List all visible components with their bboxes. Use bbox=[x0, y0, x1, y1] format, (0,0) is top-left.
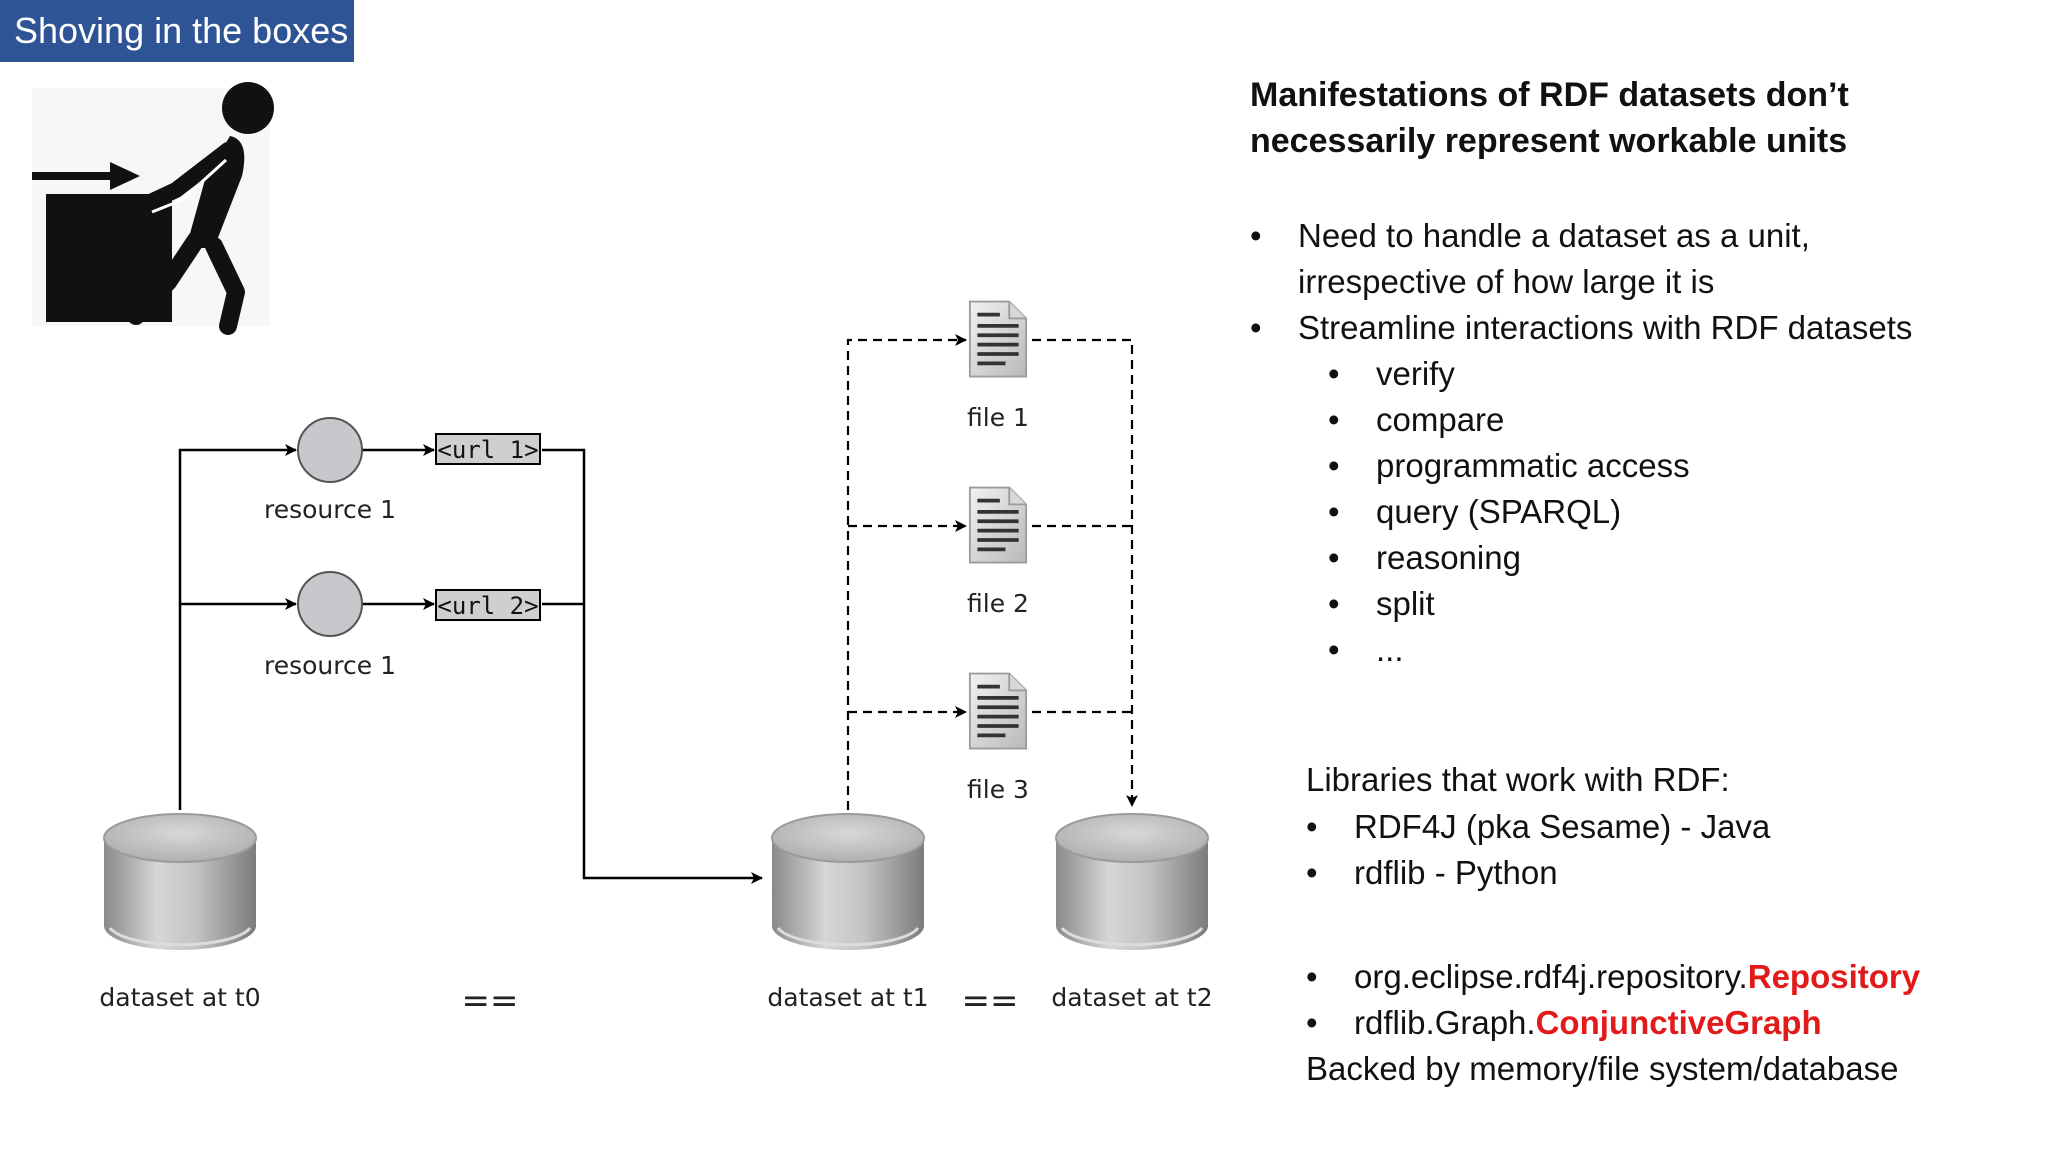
class-highlight: Repository bbox=[1747, 958, 1921, 995]
url-box bbox=[435, 433, 541, 465]
sub-bullet-list: verify compare programmatic access query… bbox=[1328, 351, 1690, 673]
heading-line: Manifestations of RDF datasets don’t bbox=[1250, 76, 1849, 114]
class-prefix: org.eclipse.rdf4j.repository. bbox=[1354, 958, 1748, 995]
file-label: file 2 bbox=[967, 589, 1029, 618]
sub-bullet-item: ... bbox=[1328, 627, 1690, 673]
sub-bullet-item: programmatic access bbox=[1328, 443, 1690, 489]
url-label: <url 2> bbox=[437, 592, 538, 620]
sub-bullet-item: verify bbox=[1328, 351, 1690, 397]
class-item: rdflib.Graph.ConjunctiveGraph bbox=[1306, 1000, 1920, 1046]
resource-node bbox=[297, 417, 363, 483]
file-label: file 3 bbox=[967, 775, 1029, 804]
url-label: <url 1> bbox=[437, 436, 538, 464]
equals-sign: == bbox=[962, 981, 1019, 1021]
class-prefix: rdflib.Graph. bbox=[1354, 1004, 1536, 1041]
libraries-list: RDF4J (pka Sesame) - Java rdflib - Pytho… bbox=[1306, 804, 1770, 896]
url-box bbox=[435, 589, 541, 621]
slide-title: Shoving in the boxes bbox=[0, 0, 354, 62]
library-item: RDF4J (pka Sesame) - Java bbox=[1306, 804, 1770, 850]
database-cylinder-icon bbox=[102, 812, 258, 952]
sub-bullet-item: query (SPARQL) bbox=[1328, 489, 1690, 535]
resource-label: resource 1 bbox=[264, 651, 396, 680]
bullet-item: Streamline interactions with RDF dataset… bbox=[1250, 305, 1912, 351]
file-label: file 1 bbox=[967, 403, 1029, 432]
database-cylinder-icon bbox=[1054, 812, 1210, 952]
resource-label: resource 1 bbox=[264, 495, 396, 524]
classes-list: org.eclipse.rdf4j.repository.Repository … bbox=[1306, 954, 1921, 1046]
main-bullet-list: Need to handle a dataset as a unit, irre… bbox=[1250, 213, 1912, 351]
connector-lines bbox=[178, 444, 763, 884]
equals-sign: == bbox=[462, 981, 519, 1021]
slide-heading: Manifestations of RDF datasets don’t nec… bbox=[1250, 72, 2010, 164]
dataset-label: dataset at t2 bbox=[1051, 983, 1212, 1012]
database-cylinder-icon bbox=[770, 812, 926, 952]
person-pushing-box-icon bbox=[32, 82, 274, 335]
bullet-item: Need to handle a dataset as a unit, bbox=[1250, 213, 1912, 259]
library-item: rdflib - Python bbox=[1306, 850, 1770, 896]
dataset-label: dataset at t1 bbox=[767, 983, 928, 1012]
document-icon bbox=[968, 672, 1028, 750]
dataset-label: dataset at t0 bbox=[99, 983, 260, 1012]
class-highlight: ConjunctiveGraph bbox=[1535, 1004, 1822, 1041]
document-icon bbox=[968, 300, 1028, 378]
resource-node bbox=[297, 571, 363, 637]
class-item: org.eclipse.rdf4j.repository.Repository bbox=[1306, 954, 1921, 1000]
dashed-connector-lines bbox=[846, 334, 1138, 810]
sub-bullet-item: reasoning bbox=[1328, 535, 1690, 581]
libraries-title: Libraries that work with RDF: bbox=[1306, 761, 1730, 798]
sub-bullet-item: split bbox=[1328, 581, 1690, 627]
document-icon bbox=[968, 486, 1028, 564]
backed-by-text: Backed by memory/file system/database bbox=[1306, 1050, 1899, 1087]
heading-line: necessarily represent workable units bbox=[1250, 122, 1848, 160]
bullet-continuation: irrespective of how large it is bbox=[1298, 263, 1715, 300]
sub-bullet-item: compare bbox=[1328, 397, 1690, 443]
